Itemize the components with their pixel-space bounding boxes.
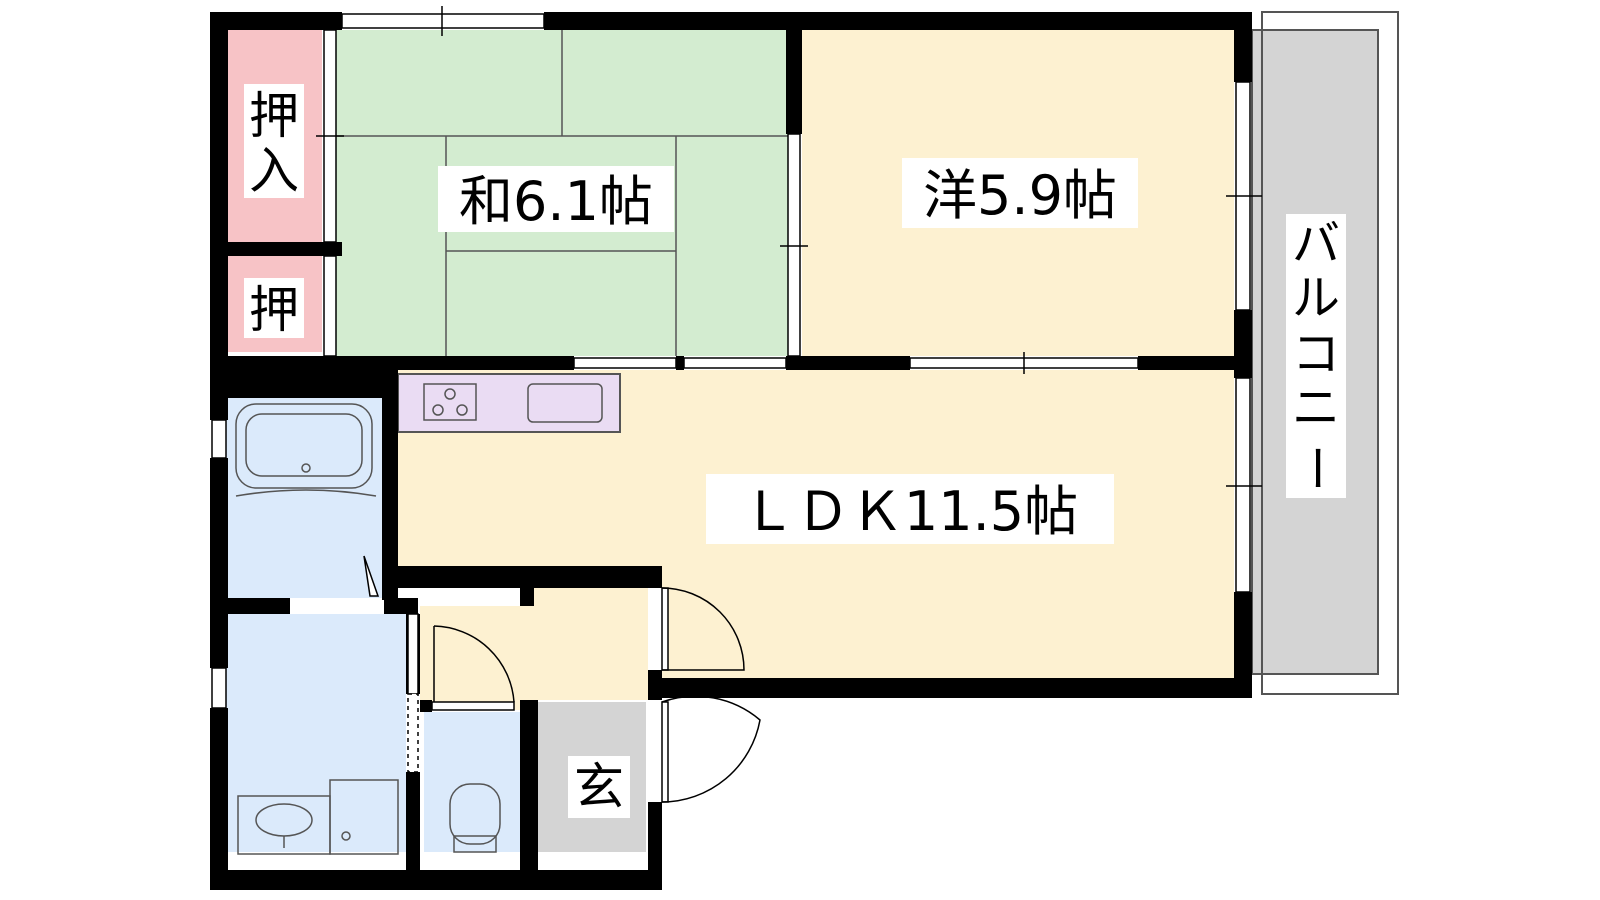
ldk-label: ＬＤＫ11.5帖 [742,480,1078,543]
toilet [449,783,501,845]
kitchen-counter [397,373,621,433]
toilet-fill [424,712,520,852]
closet-large-label-2: 入 [249,142,299,200]
balcony-label-1: バ [1292,216,1340,272]
balcony-label-4: ニ [1292,380,1340,436]
bath-fill [226,398,382,598]
genkan-label: 玄 [574,758,624,816]
stove [423,383,477,421]
balcony-label-5: ー [1288,444,1344,492]
closet-small-label: 押 [249,281,299,339]
sink [527,383,603,423]
closet-large-label-1: 押 [249,87,299,145]
balcony-label-2: ル [1292,270,1340,326]
youshitsu-label: 洋5.9帖 [923,164,1117,227]
walls [210,12,1252,890]
washroom-fill [226,614,406,852]
balcony-label-3: コ [1292,326,1340,382]
windows [211,6,1262,773]
bathtub [235,403,373,489]
washitsu-label: 和6.1帖 [459,170,653,233]
labels: 押 入 押 和6.1帖 洋5.9帖 ＬＤＫ11.5帖 玄 バ ル コ ニ ー [244,84,1346,818]
hall-fill [420,588,648,710]
doors [290,555,761,803]
washing-machine [329,779,399,855]
fixtures [235,383,603,855]
room-fills [226,30,1378,852]
